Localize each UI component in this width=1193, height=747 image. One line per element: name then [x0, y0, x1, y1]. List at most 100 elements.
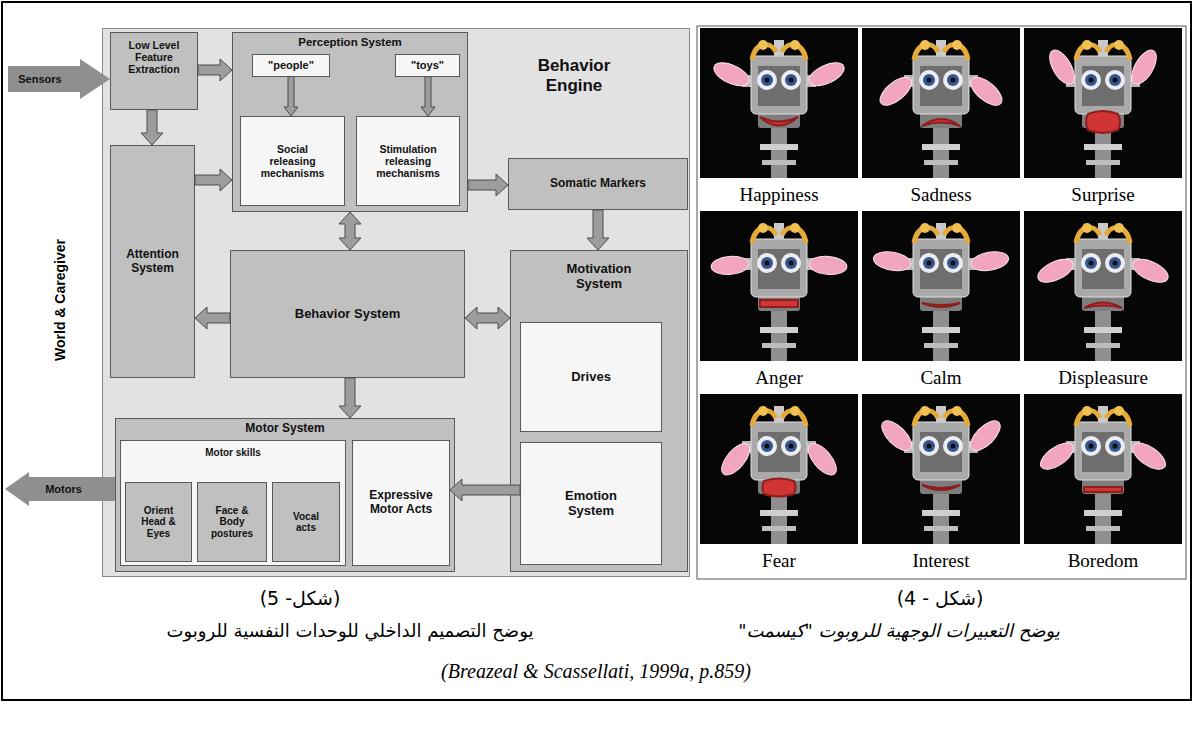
- category-box-text: "people": [268, 59, 314, 72]
- photo-caption: Anger: [700, 361, 858, 394]
- system-box-text: Motivation System: [549, 262, 649, 292]
- block-arrow: [100, 477, 115, 501]
- photo-displeasure: [1024, 211, 1182, 361]
- photo-caption: Displeasure: [1024, 361, 1182, 394]
- photo-surprise: [1024, 28, 1182, 178]
- robot-ear: [969, 249, 1010, 273]
- robot-ear: [1127, 46, 1162, 88]
- robot-lips: [1084, 303, 1122, 309]
- robot-ear: [875, 72, 916, 110]
- photo-fear: [700, 394, 858, 544]
- block-arrow: [468, 174, 508, 196]
- robot-photo: [1024, 394, 1182, 544]
- robot-lips: [1084, 487, 1122, 492]
- photo-caption: Calm: [862, 361, 1020, 394]
- system-box-text: Motor System: [245, 422, 324, 436]
- robot-ear: [966, 416, 1006, 456]
- robot-ear: [710, 255, 749, 276]
- outer-frame: [2, 2, 1191, 700]
- block-arrow: [450, 479, 520, 501]
- subsystem-box-text: Emotion System: [556, 489, 626, 519]
- engine-panel-text: Behavior Engine: [524, 56, 624, 95]
- robot-ear: [1129, 255, 1171, 287]
- motor-arrow: Motors: [5, 472, 100, 506]
- photo-anger: [700, 211, 858, 361]
- category-box: "toys": [395, 54, 460, 77]
- robot-photo: [862, 394, 1020, 544]
- robot-ear: [808, 255, 847, 276]
- photo-happiness: [700, 28, 858, 178]
- system-box: Motivation SystemDrivesEmotion System: [510, 250, 688, 572]
- robot-ear: [872, 249, 913, 273]
- system-box-text: Behavior System: [295, 307, 401, 322]
- skill-box: Orient Head & Eyes: [125, 482, 192, 562]
- skill-box-text: Vocal acts: [286, 511, 326, 534]
- robot-ear: [710, 58, 752, 90]
- block-arrow: [421, 77, 435, 116]
- subsystem-box-text: Expressive Motor Acts: [362, 489, 440, 517]
- robot-ear: [805, 58, 847, 90]
- photo-interest: [862, 394, 1020, 544]
- robot-ear: [966, 72, 1007, 110]
- robot-photo: [1024, 28, 1182, 178]
- category-box-text: "toys": [411, 59, 444, 72]
- mechanism-box: Social releasing mechanisms: [240, 116, 345, 206]
- sensor-arrow-text: Sensors: [18, 73, 61, 86]
- photo-caption: Boredom: [1024, 544, 1182, 577]
- robot-ear: [1036, 438, 1077, 475]
- block-arrow: [284, 77, 298, 116]
- system-box: Motor SystemMotor skillsOrient Head & Ey…: [115, 418, 455, 572]
- block-arrow: [339, 378, 361, 418]
- robot-photo: [700, 211, 858, 361]
- system-box-text: Perception System: [298, 36, 402, 49]
- robot-photo: [700, 28, 858, 178]
- photo-calm: [862, 211, 1020, 361]
- photo-boredom: [1024, 394, 1182, 544]
- process-box: Somatic Markers: [508, 158, 688, 210]
- figure-caption: يوضح التصميم الداخلي للوحدات النفسية للر…: [95, 616, 605, 646]
- robot-photo: [862, 211, 1020, 361]
- figure-caption: يوضح التعبيرات الوجهية للروبوت "كيسمت": [612, 616, 1186, 646]
- robot-ear: [717, 439, 755, 480]
- subsystem-box-text: Motor skills: [205, 447, 261, 459]
- block-arrow: [198, 59, 232, 81]
- robot-photo: [1024, 211, 1182, 361]
- robot-ear: [877, 416, 917, 456]
- mechanism-box-text: Social releasing mechanisms: [257, 143, 329, 179]
- block-arrow: [587, 210, 609, 250]
- system-box: Attention System: [110, 145, 195, 378]
- robot-lips: [1086, 111, 1120, 133]
- figure-number: (شكل- 5): [220, 584, 380, 612]
- robot-ear: [1128, 438, 1169, 475]
- robot-photo: [862, 28, 1020, 178]
- block-arrow: [195, 169, 232, 191]
- side-label: World & Caregiver: [50, 200, 70, 400]
- mechanism-box: Stimulation releasing mechanisms: [356, 116, 460, 206]
- process-box-text: Somatic Markers: [550, 177, 646, 191]
- subsystem-box: Emotion System: [520, 442, 662, 565]
- robot-lips: [922, 303, 960, 307]
- photo-caption: Sadness: [862, 178, 1020, 211]
- block-arrow: [141, 110, 163, 145]
- photo-panel: [697, 26, 1186, 579]
- robot-lips: [922, 119, 960, 126]
- engine-panel: Behavior Engine Low Level Feature Extract…: [102, 28, 690, 577]
- arrow-shape: [5, 472, 100, 506]
- figure-number: (شكل - 4): [860, 584, 1020, 612]
- process-box: Low Level Feature Extraction: [110, 32, 198, 110]
- photo-sadness: [862, 28, 1020, 178]
- block-arrow: [339, 212, 361, 250]
- robot-photo: [700, 394, 858, 544]
- robot-lips: [922, 485, 960, 490]
- block-arrow: [465, 307, 510, 329]
- sensor-arrow: Sensors: [8, 66, 72, 92]
- photo-caption: Fear: [700, 544, 858, 577]
- subsystem-box: Motor skillsOrient Head & Eyes Face & Bod…: [120, 440, 346, 566]
- skill-box-text: Face & Body postures: [207, 505, 257, 540]
- motor-arrow-text: Motors: [45, 483, 82, 496]
- robot-ear: [803, 439, 841, 480]
- robot-lips: [760, 117, 798, 126]
- skill-box-text: Orient Head & Eyes: [135, 505, 183, 540]
- robot-ear: [1034, 255, 1076, 287]
